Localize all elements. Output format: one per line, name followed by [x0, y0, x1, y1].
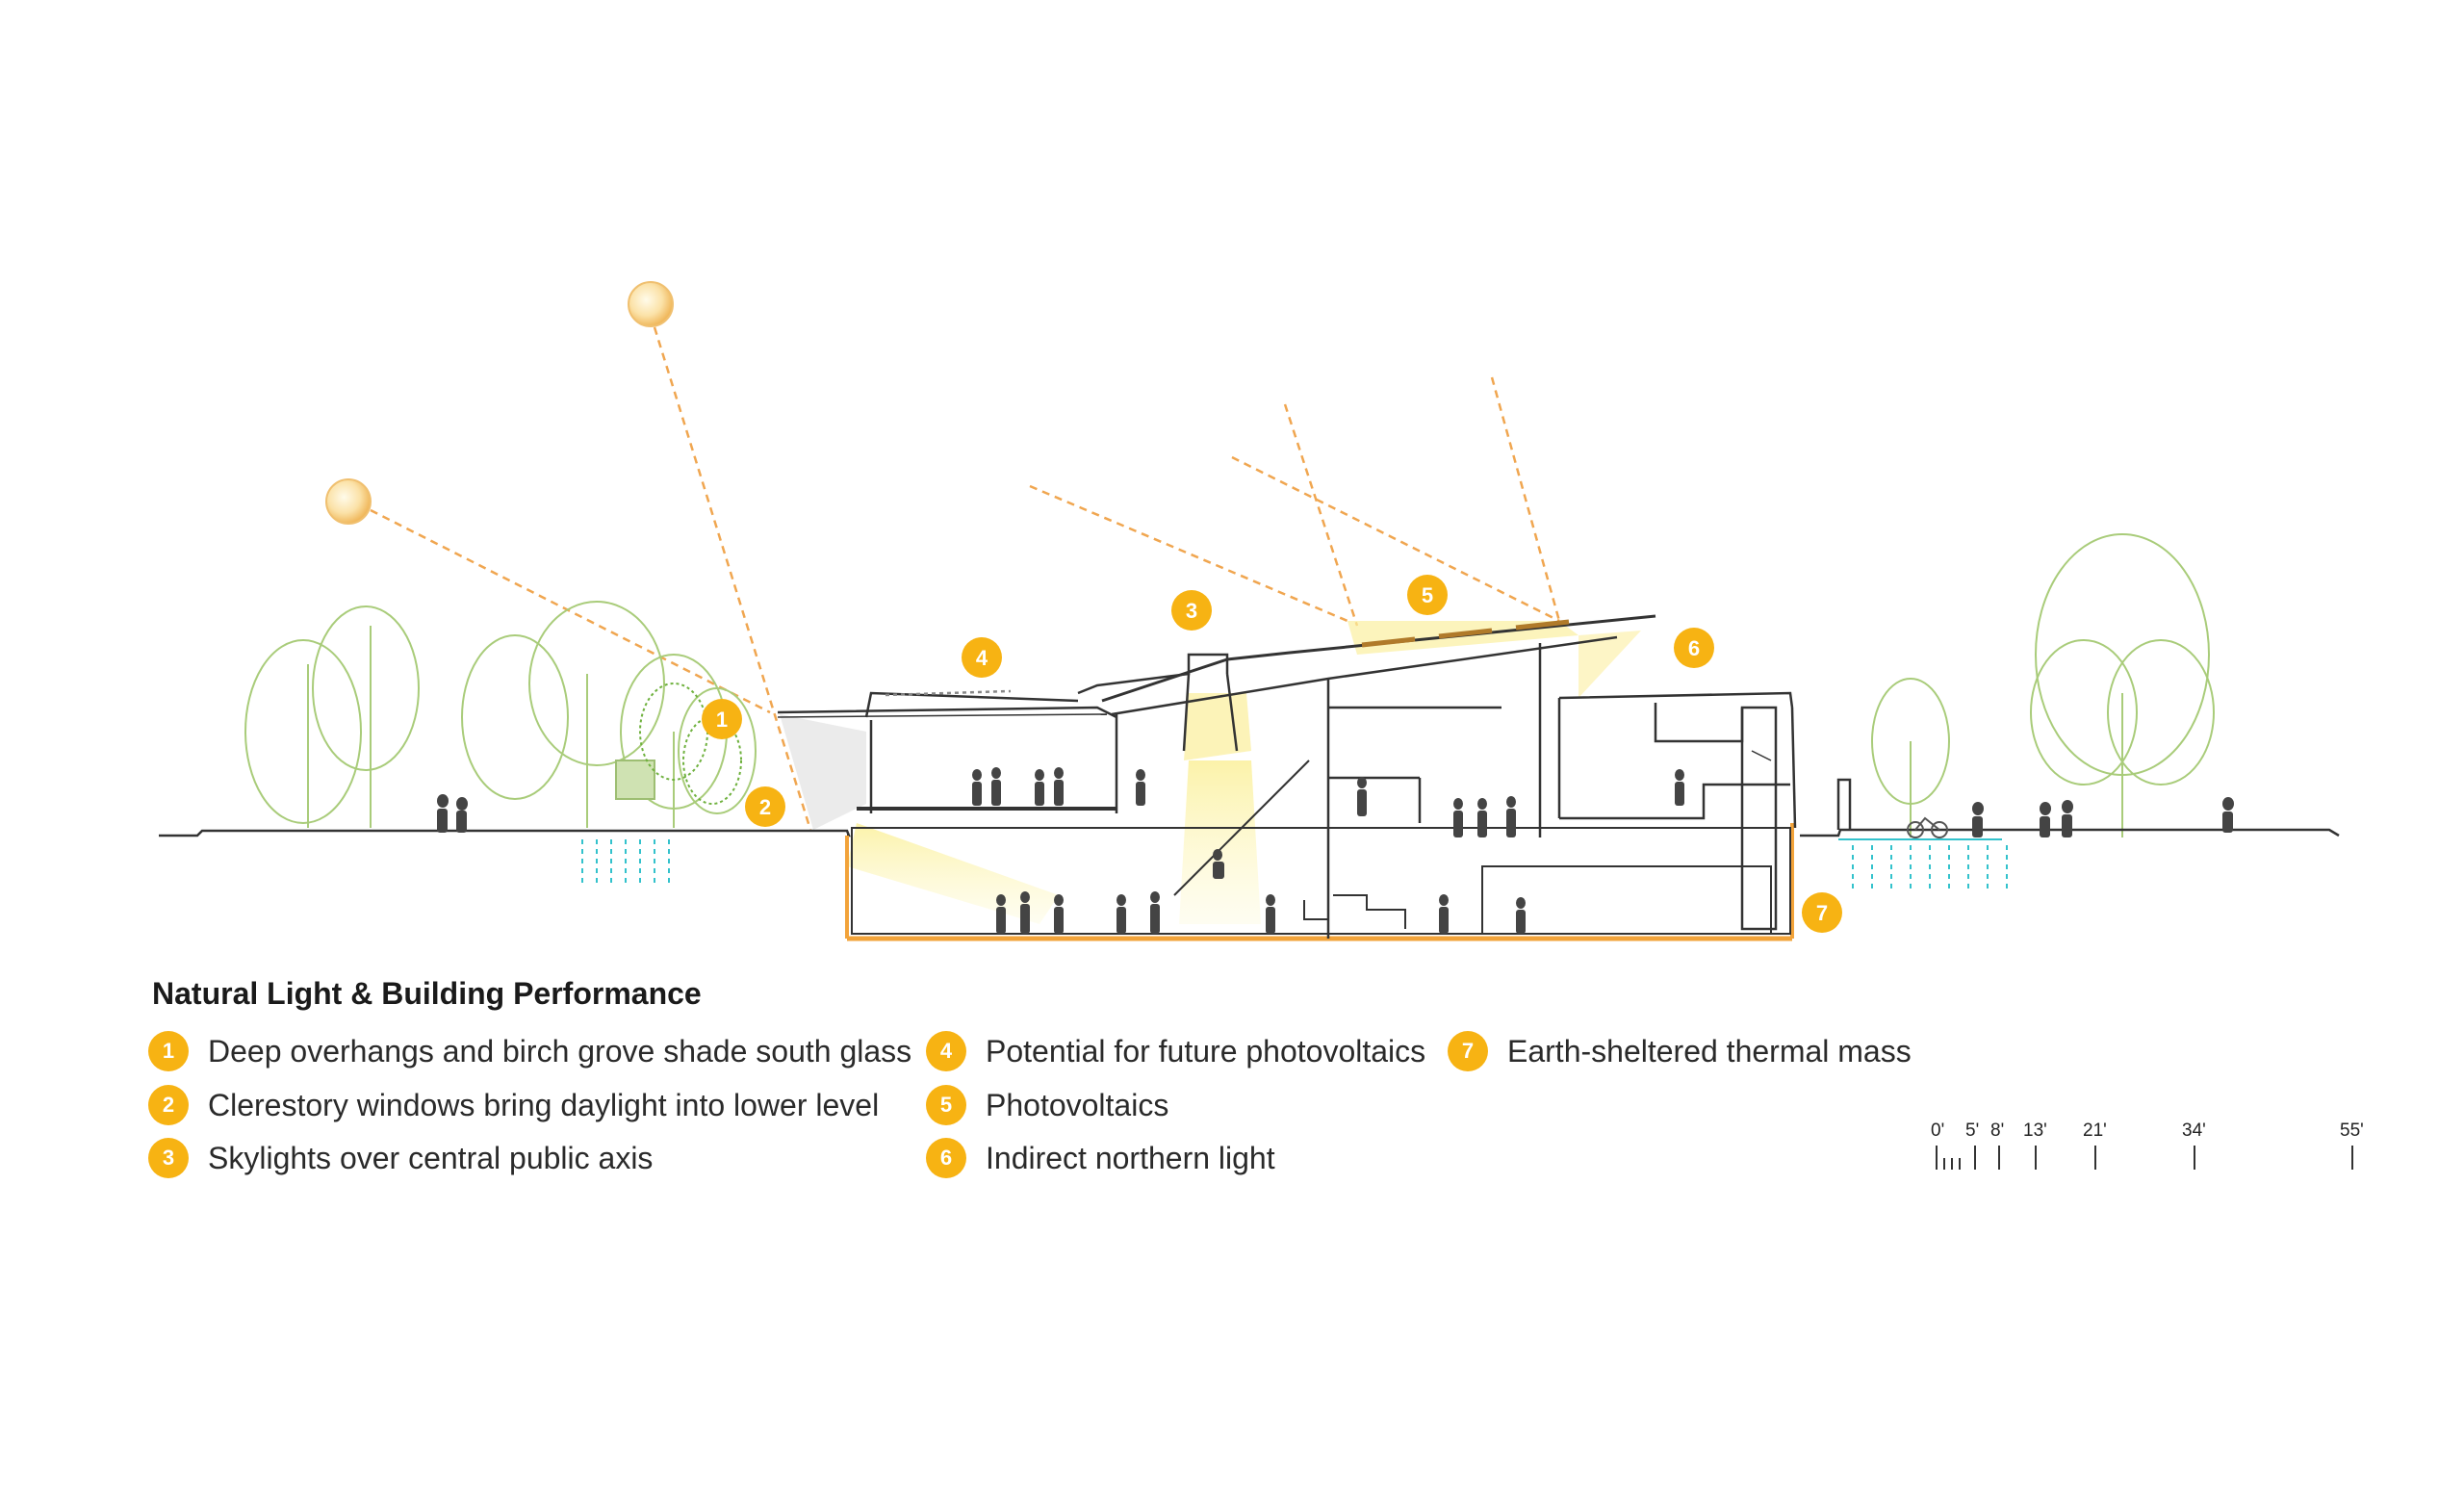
- legend-badge-7: 7: [1448, 1031, 1488, 1071]
- tree-grove-left: [244, 601, 757, 828]
- legend-item-7: 7 Earth-sheltered thermal mass: [1448, 1029, 1912, 1073]
- legend-text-2: Clerestory windows bring daylight into l…: [208, 1087, 880, 1122]
- legend-item-5: 5 Photovoltaics: [926, 1083, 1168, 1127]
- sun-low-icon: [325, 478, 372, 525]
- scale-label-13: 13': [2023, 1120, 2047, 1141]
- legend-text-6: Indirect northern light: [986, 1140, 1275, 1175]
- legend-badge-2: 2: [148, 1085, 189, 1125]
- scale-label-0: 0': [1931, 1120, 1944, 1141]
- callout-1: 1: [702, 699, 742, 739]
- legend-badge-6: 6: [926, 1138, 966, 1178]
- legend-badge-4: 4: [926, 1031, 966, 1071]
- scale-label-55: 55': [2340, 1120, 2364, 1141]
- callout-5: 5: [1407, 575, 1448, 615]
- callout-6: 6: [1674, 628, 1714, 668]
- scale-label-21: 21': [2083, 1120, 2107, 1141]
- legend-badge-3: 3: [148, 1138, 189, 1178]
- legend-item-6: 6 Indirect northern light: [926, 1136, 1275, 1180]
- callout-5-label: 5: [1422, 583, 1433, 607]
- callout-7: 7: [1802, 892, 1842, 933]
- callout-badges: 1 2 3 4 5 6 7: [702, 575, 1842, 933]
- legend-text-7: Earth-sheltered thermal mass: [1507, 1033, 1912, 1069]
- sun-high-icon: [628, 281, 674, 327]
- water-infiltration-right: [1838, 838, 2008, 890]
- scale-label-8: 8': [1990, 1120, 2004, 1141]
- bicycle-icon: [1907, 816, 1948, 838]
- callout-4: 4: [962, 637, 1002, 678]
- callout-3-label: 3: [1186, 599, 1197, 623]
- legend-text-4: Potential for future photovoltaics: [986, 1033, 1426, 1069]
- legend-badge-1: 1: [148, 1031, 189, 1071]
- legend-item-3: 3 Skylights over central public axis: [148, 1136, 653, 1180]
- scale-label-5: 5': [1965, 1120, 1979, 1141]
- water-infiltration-left: [581, 839, 670, 888]
- legend-item-4: 4 Potential for future photovoltaics: [926, 1029, 1425, 1073]
- callout-3: 3: [1171, 590, 1212, 631]
- legend-text-3: Skylights over central public axis: [208, 1140, 654, 1175]
- daylight-washes: [780, 621, 1641, 924]
- legend-title: Natural Light & Building Performance: [152, 976, 702, 1011]
- legend-text-5: Photovoltaics: [986, 1087, 1169, 1122]
- callout-6-label: 6: [1688, 636, 1700, 660]
- legend-badge-5: 5: [926, 1085, 966, 1125]
- scale-bar: 0' 5' 8' 13' 21' 34' 55': [1931, 1120, 2364, 1170]
- ground-line: [159, 829, 851, 837]
- people-silhouettes: [437, 767, 2234, 934]
- callout-4-label: 4: [976, 646, 988, 670]
- legend-text-1: Deep overhangs and birch grove shade sou…: [208, 1033, 912, 1069]
- legend-item-1: 1 Deep overhangs and birch grove shade s…: [148, 1029, 911, 1073]
- callout-2: 2: [745, 786, 785, 827]
- tree-grove-right: [1871, 533, 2215, 837]
- callout-7-label: 7: [1816, 901, 1828, 925]
- ground-line-east: [1800, 828, 2340, 837]
- legend-item-2: 2 Clerestory windows bring daylight into…: [148, 1083, 879, 1127]
- callout-1-label: 1: [716, 708, 728, 732]
- building-section: [777, 614, 1852, 941]
- callout-2-label: 2: [759, 795, 771, 819]
- scale-label-34: 34': [2182, 1120, 2206, 1141]
- sun-rays: [370, 326, 1561, 831]
